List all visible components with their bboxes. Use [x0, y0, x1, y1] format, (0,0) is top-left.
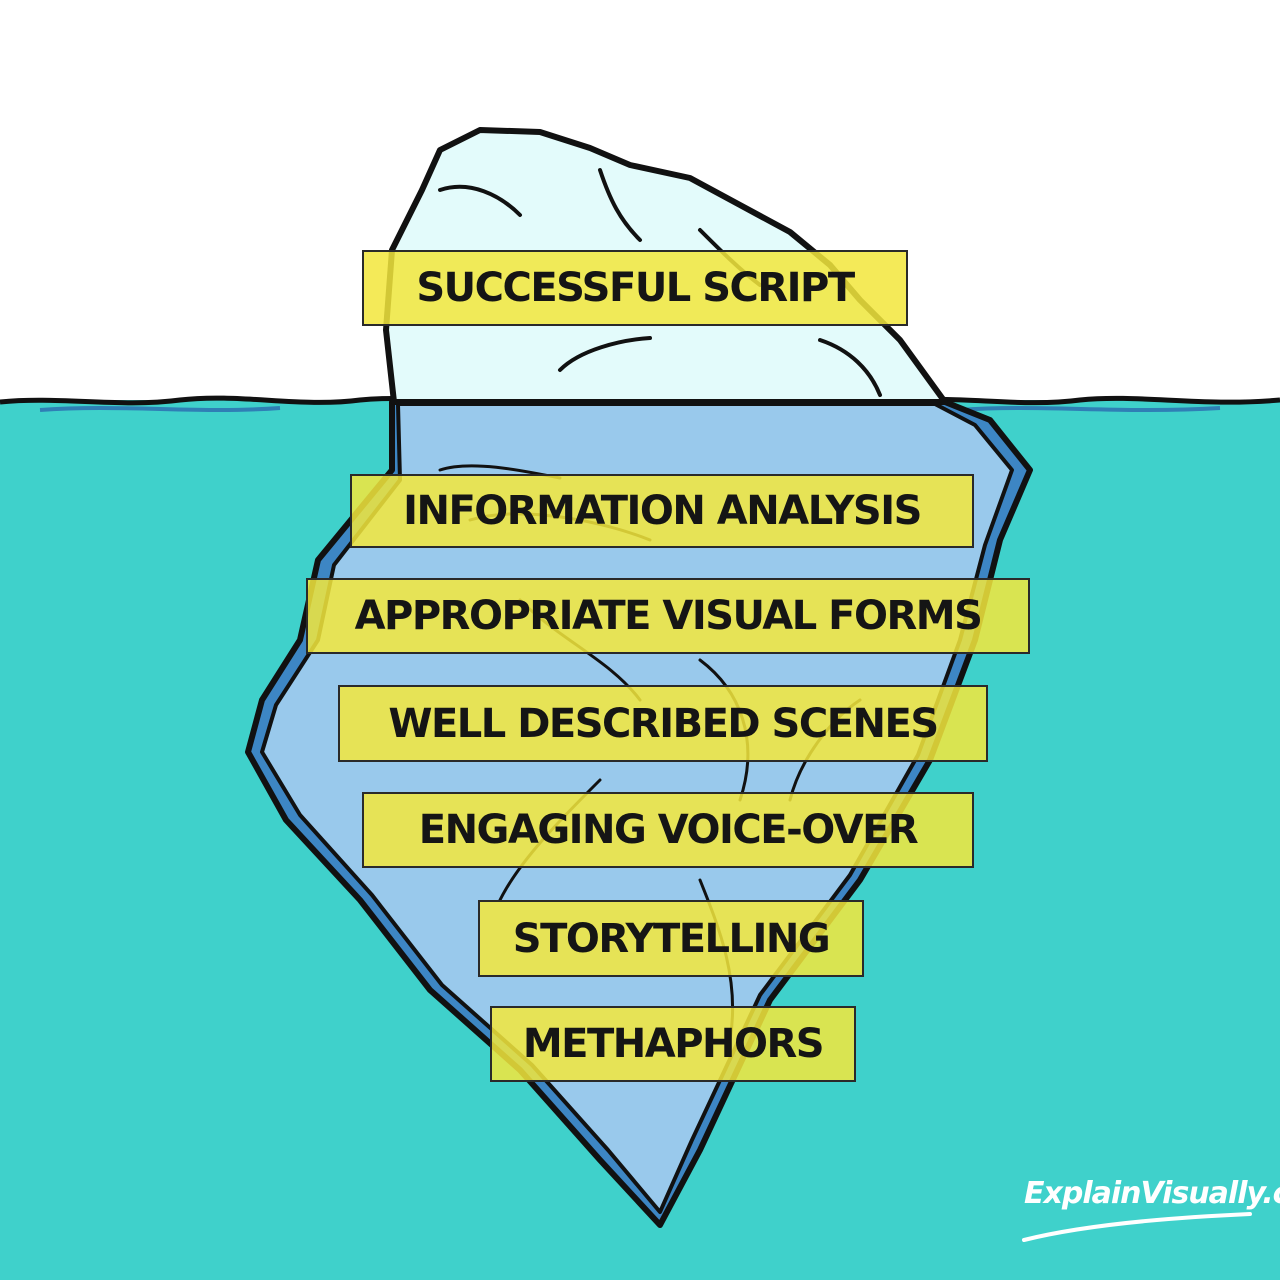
label-appropriate-visual-forms: APPROPRIATE VISUAL FORMS [306, 578, 1030, 654]
explainvisually-logo: ExplainVisually.co [1024, 1176, 1280, 1211]
label-successful-script: SUCCESSFUL SCRIPT [362, 250, 908, 326]
logo-swash [1022, 1212, 1252, 1242]
label-engaging-voice-over: ENGAGING VOICE-OVER [362, 792, 974, 868]
label-storytelling: STORYTELLING [478, 900, 864, 977]
label-well-described-scenes: WELL DESCRIBED SCENES [338, 685, 988, 762]
label-information-analysis: INFORMATION ANALYSIS [350, 474, 974, 548]
iceberg-above-cracks [438, 168, 882, 397]
label-methaphors: METHAPHORS [490, 1006, 856, 1082]
